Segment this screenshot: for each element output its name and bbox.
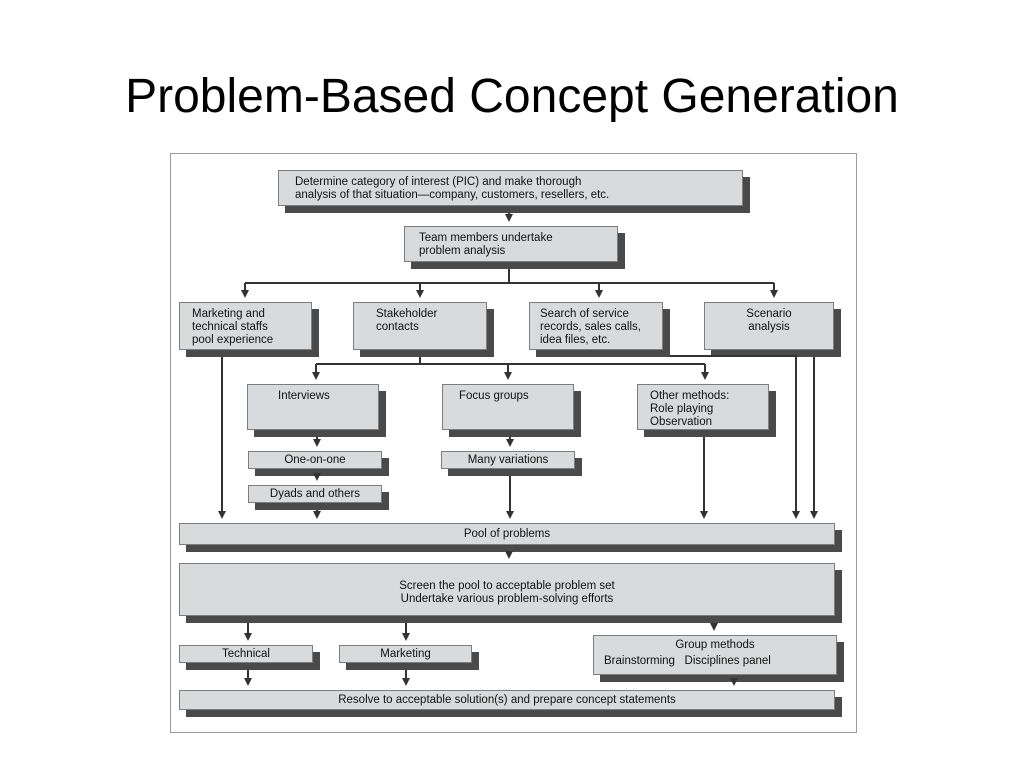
pic-line-2: analysis of that situation—company, cust… (295, 189, 610, 201)
scenario-line-1: Scenario (746, 308, 792, 320)
screen-line-2: Undertake various problem-solving effort… (400, 593, 614, 605)
other-methods-line-2: Role playing (650, 403, 714, 415)
marketing-staff-box: Marketing and technical staffs pool expe… (179, 302, 312, 350)
marketing-staff-line-1: Marketing and (192, 308, 265, 320)
resolve-label: Resolve to acceptable solution(s) and pr… (338, 694, 676, 706)
dyads-box: Dyads and others (248, 485, 382, 503)
marketing-box: Marketing (339, 645, 472, 663)
technical-label: Technical (222, 648, 270, 660)
team-line-2: problem analysis (419, 245, 506, 257)
disciplines-panel-label: Disciplines panel (684, 655, 771, 667)
team-line-1: Team members undertake (419, 232, 553, 244)
search-box: Search of service records, sales calls, … (529, 302, 663, 350)
scenario-line-2: analysis (748, 321, 790, 333)
technical-box: Technical (179, 645, 313, 663)
arrow-search-to-pool (670, 355, 800, 519)
stakeholder-box: Stakeholder contacts (353, 302, 487, 350)
dyads-label: Dyads and others (269, 488, 361, 500)
resolve-box: Resolve to acceptable solution(s) and pr… (179, 690, 835, 710)
marketing-staff-line-2: technical staffs (192, 321, 268, 333)
stakeholder-line-2: contacts (376, 321, 419, 333)
group-methods-box: Group methods Brainstorming Disciplines … (593, 635, 837, 675)
one-on-one-box: One-on-one (248, 451, 382, 469)
focus-groups-label: Focus groups (459, 390, 529, 402)
interviews-box: Interviews (247, 384, 379, 430)
focus-groups-box: Focus groups (442, 384, 574, 430)
pic-box: Determine category of interest (PIC) and… (278, 170, 743, 206)
other-methods-box: Other methods: Role playing Observation (637, 384, 769, 430)
team-box: Team members undertake problem analysis (404, 226, 618, 262)
group-methods-title: Group methods (675, 639, 755, 651)
many-variations-box: Many variations (441, 451, 575, 469)
other-methods-line-3: Observation (650, 416, 713, 428)
slide-title: Problem-Based Concept Generation (125, 70, 899, 123)
pool-label: Pool of problems (463, 528, 551, 540)
search-line-2: records, sales calls, (540, 321, 641, 333)
interviews-label: Interviews (278, 390, 330, 402)
search-line-1: Search of service (540, 308, 629, 320)
search-line-3: idea files, etc. (540, 334, 611, 346)
pool-box: Pool of problems (179, 523, 835, 545)
pic-line-1: Determine category of interest (PIC) and… (295, 176, 582, 188)
marketing-label: Marketing (380, 648, 431, 660)
brainstorming-label: Brainstorming (604, 655, 675, 667)
scenario-box: Scenario analysis (704, 302, 834, 350)
screen-box: Screen the pool to acceptable problem se… (179, 563, 835, 616)
many-variations-label: Many variations (467, 454, 549, 466)
other-methods-line-1: Other methods: (650, 390, 730, 402)
one-on-one-label: One-on-one (284, 454, 346, 466)
marketing-staff-line-3: pool experience (192, 334, 274, 346)
screen-line-1: Screen the pool to acceptable problem se… (399, 580, 615, 592)
group-methods-options: Brainstorming Disciplines panel (604, 655, 826, 668)
stakeholder-line-1: Stakeholder (376, 308, 438, 320)
